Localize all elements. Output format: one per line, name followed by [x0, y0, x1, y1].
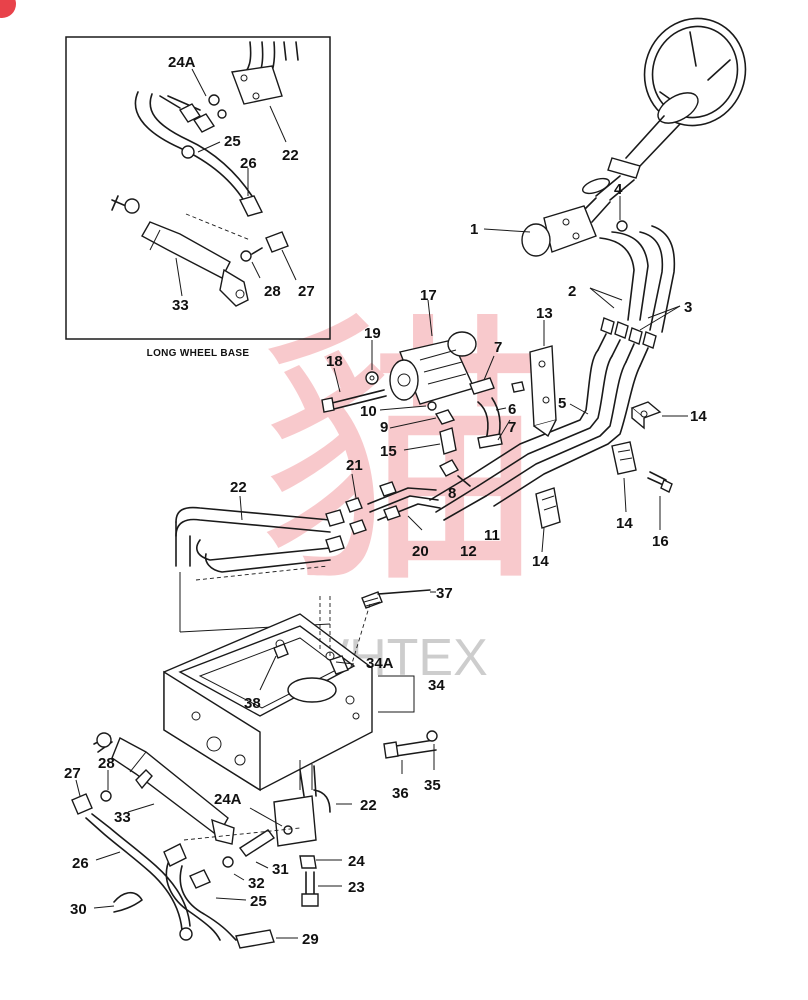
callout-14b: 14: [616, 515, 633, 532]
callout-30: 30: [70, 901, 87, 918]
bolt-36-washer-35: [383, 730, 438, 774]
callout-26: 26: [72, 855, 89, 872]
corner-badge: [0, 0, 16, 18]
callout-10: 10: [360, 403, 377, 420]
watermark: 貓: [255, 287, 545, 624]
callout-22b: 22: [360, 797, 377, 814]
inset-callout-25: 25: [224, 133, 241, 150]
callout-12: 12: [460, 543, 477, 560]
callout-4: 4: [614, 181, 623, 198]
callout-2: 2: [568, 283, 576, 300]
inset-long-wheel-base: 24A 22 25 26 27 28 33: [65, 36, 331, 340]
callout-13: 13: [536, 305, 553, 322]
callout-28: 28: [98, 755, 115, 772]
inset-frame: [65, 36, 331, 340]
callout-34: 34: [428, 677, 445, 694]
inset-callout-22: 22: [282, 147, 299, 164]
callout-5: 5: [558, 395, 566, 412]
hydraulic-lines: [429, 225, 681, 521]
callout-33: 33: [114, 809, 131, 826]
callout-9: 9: [380, 419, 388, 436]
callout-27: 27: [64, 765, 81, 782]
callout-14c: 14: [532, 553, 549, 570]
callout-24A: 24A: [214, 791, 242, 808]
callout-7b: 7: [508, 419, 516, 436]
callout-6: 6: [508, 401, 516, 418]
callout-16: 16: [652, 533, 669, 550]
housing-34: [163, 596, 415, 792]
callout-32: 32: [248, 875, 265, 892]
callout-15: 15: [380, 443, 397, 460]
callout-36: 36: [392, 785, 409, 802]
callout-23: 23: [348, 879, 365, 896]
bolt-37: [361, 589, 431, 609]
callout-11: 11: [484, 527, 500, 544]
callout-38: 38: [244, 695, 261, 712]
pump-assembly: [321, 299, 477, 413]
inset-callout-27: 27: [298, 283, 315, 300]
clamp-parts: [535, 401, 688, 553]
callout-8: 8: [448, 485, 456, 502]
callout-22: 22: [230, 479, 247, 496]
pipe-22: [175, 495, 345, 633]
lower-cylinder-assembly: [71, 732, 352, 949]
callout-35: 35: [424, 777, 441, 794]
callout-24: 24: [348, 853, 365, 870]
inset-callout-26: 26: [240, 155, 257, 172]
callout-labels: 1 2 3 4 5 6 7 7 8 9 10 11 12 13 14 14 14…: [64, 181, 707, 948]
fitting-parts: [345, 401, 471, 535]
callout-20: 20: [412, 543, 429, 560]
callout-21: 21: [346, 457, 363, 474]
callout-14a: 14: [690, 408, 707, 425]
callout-19: 19: [364, 325, 381, 342]
steering-wheel-assembly: [483, 17, 747, 257]
callout-17: 17: [420, 287, 437, 304]
callout-1: 1: [470, 221, 478, 238]
inset-callout-24A: 24A: [168, 54, 196, 71]
callout-37: 37: [436, 585, 453, 602]
watermark-glyph: 貓: [255, 287, 545, 624]
callout-25: 25: [250, 893, 267, 910]
callout-34A: 34A: [366, 655, 394, 672]
callout-29: 29: [302, 931, 319, 948]
callout-7: 7: [494, 339, 502, 356]
bracket-13: [529, 320, 557, 438]
callout-18: 18: [326, 353, 343, 370]
inset-callout-33: 33: [172, 297, 189, 314]
hose-and-clamps: [469, 355, 525, 449]
inset-caption: LONG WHEEL BASE: [147, 348, 250, 359]
callout-3: 3: [684, 299, 692, 316]
callout-31: 31: [272, 861, 289, 878]
inset-callout-28: 28: [264, 283, 281, 300]
